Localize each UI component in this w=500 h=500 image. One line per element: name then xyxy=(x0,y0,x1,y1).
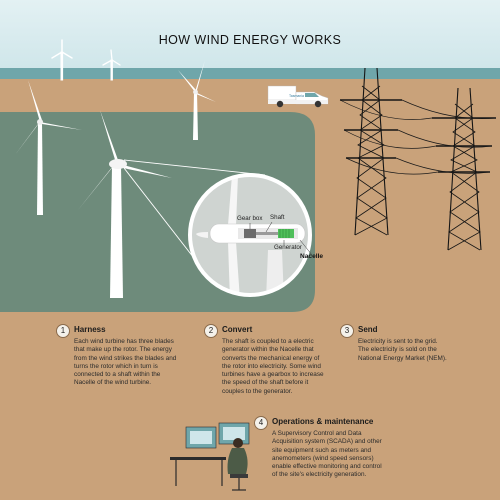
step-heading: Convert xyxy=(222,325,253,334)
step-number: 3 xyxy=(340,324,354,338)
main-turbine xyxy=(78,110,172,298)
utility-truck xyxy=(267,85,329,108)
step-operations-maintenance: 4 Operations & maintenance A Supervisory… xyxy=(254,416,414,496)
far-turbine xyxy=(51,39,73,81)
step-heading: Operations & maintenance xyxy=(272,417,374,426)
power-lines xyxy=(339,99,497,175)
step-number: 2 xyxy=(204,324,218,338)
sky xyxy=(0,0,500,70)
transmission-tower xyxy=(340,67,402,236)
step-description: Electricity is sent to the grid. The ele… xyxy=(358,338,447,362)
truck-logo: Tasmania xyxy=(289,94,304,98)
scada-operator-illustration xyxy=(170,422,250,491)
gearbox-label: Gear box xyxy=(237,215,263,222)
step-description: A Supervisory Control and Data Acquisiti… xyxy=(272,430,382,479)
sea xyxy=(0,68,500,80)
far-turbine xyxy=(102,49,121,81)
step-description: The shaft is coupled to a electric gener… xyxy=(222,338,324,395)
zoom-circle xyxy=(188,173,312,297)
step-harness: 1 Harness Each wind turbine has three bl… xyxy=(56,324,206,404)
page-title: HOW WIND ENERGY WORKS xyxy=(158,33,342,47)
mid-turbine xyxy=(178,60,216,140)
step-number: 4 xyxy=(254,416,268,430)
step-send: 3 Send Electricity is sent to the grid. … xyxy=(340,324,490,374)
nacelle-label: Nacelle xyxy=(300,253,324,260)
step-convert: 2 Convert The shaft is coupled to a elec… xyxy=(204,324,344,412)
generator-label: Generator xyxy=(274,244,302,251)
shaft-label: Shaft xyxy=(270,214,285,221)
left-turbine xyxy=(15,80,82,215)
step-description: Each wind turbine has three blades that … xyxy=(74,338,177,387)
step-heading: Harness xyxy=(74,325,106,334)
step-number: 1 xyxy=(56,324,70,338)
step-heading: Send xyxy=(358,325,378,334)
